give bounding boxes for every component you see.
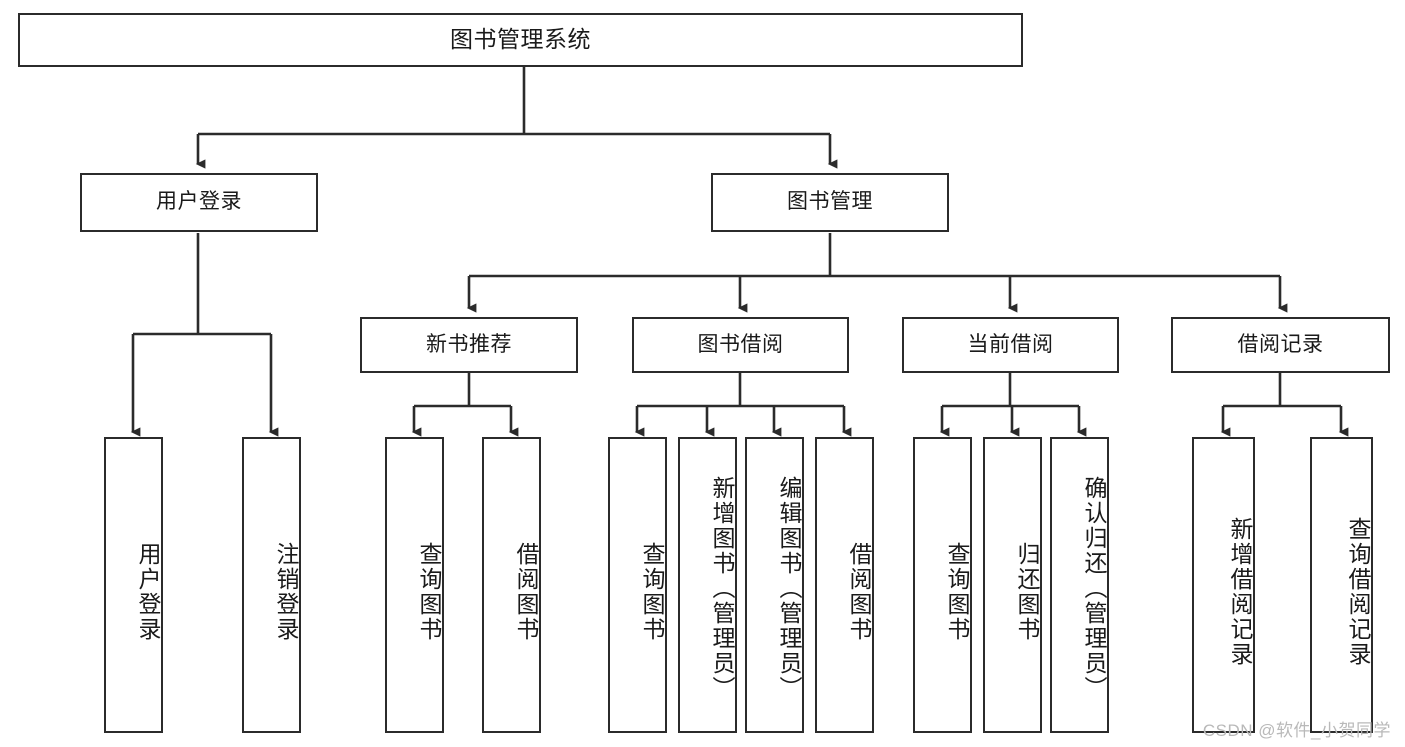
leaf-current-borrow-query-book[interactable]: 查询图书 — [913, 437, 972, 733]
node-user-login[interactable]: 用户登录 — [80, 173, 318, 232]
leaf-current-borrow-confirm-return-admin[interactable]: 确认归还（管理员） — [1050, 437, 1109, 733]
leaf-book-borrow-edit-book-admin[interactable]: 编辑图书（管理员） — [745, 437, 804, 733]
leaf-user-login-logout[interactable]: 注销登录 — [242, 437, 301, 733]
node-book-borrow[interactable]: 图书借阅 — [632, 317, 849, 373]
leaf-borrow-record-add-record[interactable]: 新增借阅记录 — [1192, 437, 1255, 733]
node-borrow-record[interactable]: 借阅记录 — [1171, 317, 1390, 373]
leaf-borrow-record-query-record[interactable]: 查询借阅记录 — [1310, 437, 1373, 733]
leaf-book-borrow-query-book[interactable]: 查询图书 — [608, 437, 667, 733]
node-new-book-recommend[interactable]: 新书推荐 — [360, 317, 578, 373]
node-book-management[interactable]: 图书管理 — [711, 173, 949, 232]
leaf-book-borrow-add-book-admin[interactable]: 新增图书（管理员） — [678, 437, 737, 733]
leaf-new-book-query-book[interactable]: 查询图书 — [385, 437, 444, 733]
leaf-new-book-borrow-book[interactable]: 借阅图书 — [482, 437, 541, 733]
csdn-watermark: CSDN @软件_小贺同学 — [1202, 721, 1391, 740]
node-root-book-management-system[interactable]: 图书管理系统 — [18, 13, 1023, 67]
node-current-borrow[interactable]: 当前借阅 — [902, 317, 1119, 373]
leaf-user-login-login[interactable]: 用户登录 — [104, 437, 163, 733]
leaf-book-borrow-borrow-book[interactable]: 借阅图书 — [815, 437, 874, 733]
leaf-current-borrow-return-book[interactable]: 归还图书 — [983, 437, 1042, 733]
